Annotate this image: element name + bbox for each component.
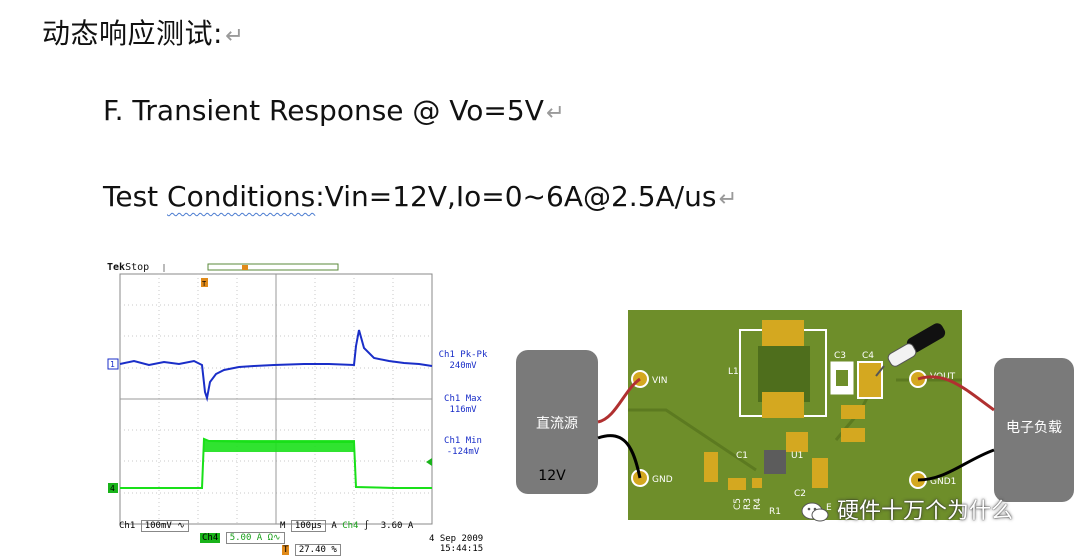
brand-label: Tek — [107, 262, 126, 273]
u1-label: U1 — [791, 451, 803, 461]
scope-display: T 1 4 — [107, 263, 433, 525]
trigger-pos-value: 27.40 % — [294, 544, 341, 556]
transient-response-title: F. Transient Response @ Vo=5V↵ — [103, 94, 565, 127]
gnd-label: GND — [652, 475, 673, 485]
ch1-label: Ch1 — [119, 521, 136, 531]
ch1-marker-text: 1 — [110, 360, 115, 369]
ch4-marker-text: 4 — [110, 484, 115, 493]
ch4-ground-marker — [108, 483, 118, 493]
c3-label: C3 — [834, 351, 846, 361]
ch4-label: Ch4 — [200, 533, 221, 543]
graticule-center-axes — [120, 274, 432, 524]
ch1-waveform — [119, 329, 433, 402]
timestamp: 4 Sep 2009 15:44:15 — [429, 534, 483, 554]
measurement-label: Ch1 Min — [444, 436, 482, 446]
l1-label: L1 — [728, 367, 739, 377]
measurement-value: -124mV — [446, 447, 480, 457]
watermark: 硬件十万个为什么 — [800, 493, 1013, 525]
c1-label: C1 — [736, 451, 748, 461]
watermark-text: 硬件十万个为什么 — [837, 499, 1014, 524]
trigger-slope-icon: ∫ — [363, 521, 370, 531]
e-label: E — [826, 503, 832, 513]
coupling-icon: ∿ — [177, 521, 185, 531]
spellcheck-word: Conditions — [167, 180, 316, 213]
ch1-setting: Ch1 100mV ∿ — [119, 520, 189, 532]
ch4-setting: Ch4 5.00 A Ω∿ — [200, 532, 285, 544]
r4-label: R4 — [753, 498, 763, 510]
dc-source-box — [516, 350, 598, 494]
measurement-label: Ch1 Pk-Pk — [438, 350, 488, 360]
timebase-setting: M 100μs A Ch4 ∫ 3.60 A — [280, 520, 414, 532]
trigger-marker-text: T — [202, 280, 207, 288]
measurement-value: 116mV — [449, 405, 477, 415]
u1-chip — [764, 450, 786, 474]
gnd1-black-wire — [917, 448, 995, 482]
date: 4 Sep 2009 — [429, 534, 484, 544]
gnd-black-wire — [597, 434, 642, 479]
test-conditions: Test Conditions:Vin=12V,Io=0~6A@2.5A/us↵ — [103, 180, 737, 213]
ch1-ground-marker — [107, 358, 119, 370]
l1-pad-bottom — [762, 392, 804, 418]
l1-pad-top — [762, 320, 804, 346]
oscilloscope-screenshot: TekStop T 1 — [104, 258, 500, 558]
c5-label: C5 — [733, 498, 743, 510]
page-heading: 动态响应测试:↵ — [42, 12, 244, 52]
measurement-min: Ch1 Min -124mV — [436, 436, 490, 458]
trigger-level-arrow — [426, 458, 432, 466]
pad-array — [704, 405, 865, 490]
c3-body — [836, 370, 848, 386]
pcb-test-setup: VIN GND VOUT GND1 L1 C3 C4 C1 U1 C2 R1 C… — [516, 310, 1074, 520]
timebase-value: 100μs — [290, 520, 326, 532]
wechat-icon — [801, 502, 829, 522]
trigger-position: T 27.40 % — [282, 544, 341, 556]
measurement-value: 240mV — [449, 361, 477, 371]
vin-label: VIN — [652, 376, 668, 386]
measurement-label: Ch1 Max — [444, 394, 482, 404]
scope-brand: TekStop — [107, 262, 149, 273]
c2-label: C2 — [794, 489, 806, 499]
test-conditions-values: :Vin=12V,Io=0~6A@2.5A/us — [315, 180, 717, 213]
trigger-position-marker — [201, 278, 208, 287]
test-conditions-prefix: Test — [103, 180, 168, 213]
electronic-load-box — [994, 358, 1074, 502]
ch4-noise-band — [204, 440, 355, 452]
record-bar — [207, 263, 339, 271]
subtitle1-text: F. Transient Response @ Vo=5V — [103, 94, 544, 127]
electronic-load-label: 电子负载 — [1006, 420, 1062, 436]
return-symbol-icon: ↵ — [545, 100, 565, 126]
trigger-source: Ch4 — [342, 521, 359, 531]
dc-source-label: 直流源 — [536, 415, 578, 432]
probe — [875, 323, 946, 377]
measurement-pkpk: Ch1 Pk-Pk 240mV — [436, 350, 490, 372]
timebase-m: M — [280, 521, 286, 531]
r3-label: R3 — [743, 498, 753, 510]
ch4-scale: 5.00 A Ω∿ — [225, 532, 285, 544]
heading-text: 动态响应测试: — [42, 17, 223, 50]
record-position-marker — [242, 265, 248, 270]
trigger-level: 3.60 A — [380, 521, 414, 531]
vin-red-wire — [597, 377, 641, 424]
time: 15:44:15 — [439, 544, 484, 554]
return-symbol-icon: ↵ — [224, 23, 245, 49]
r1-label: R1 — [769, 507, 781, 517]
ch1-scale: 100mV — [144, 521, 172, 531]
trigger-a: A — [331, 521, 337, 531]
scope-state: Stop — [125, 262, 150, 273]
return-symbol-icon: ↵ — [718, 186, 738, 212]
c4-label: C4 — [862, 351, 874, 361]
gnd1-label: GND1 — [930, 477, 956, 487]
c4-pad — [857, 361, 883, 399]
vout-red-wire — [917, 375, 995, 412]
source-voltage-label: 12V — [538, 468, 566, 484]
measurement-max: Ch1 Max 116mV — [436, 394, 490, 416]
trigger-pos-icon: T — [282, 545, 290, 555]
